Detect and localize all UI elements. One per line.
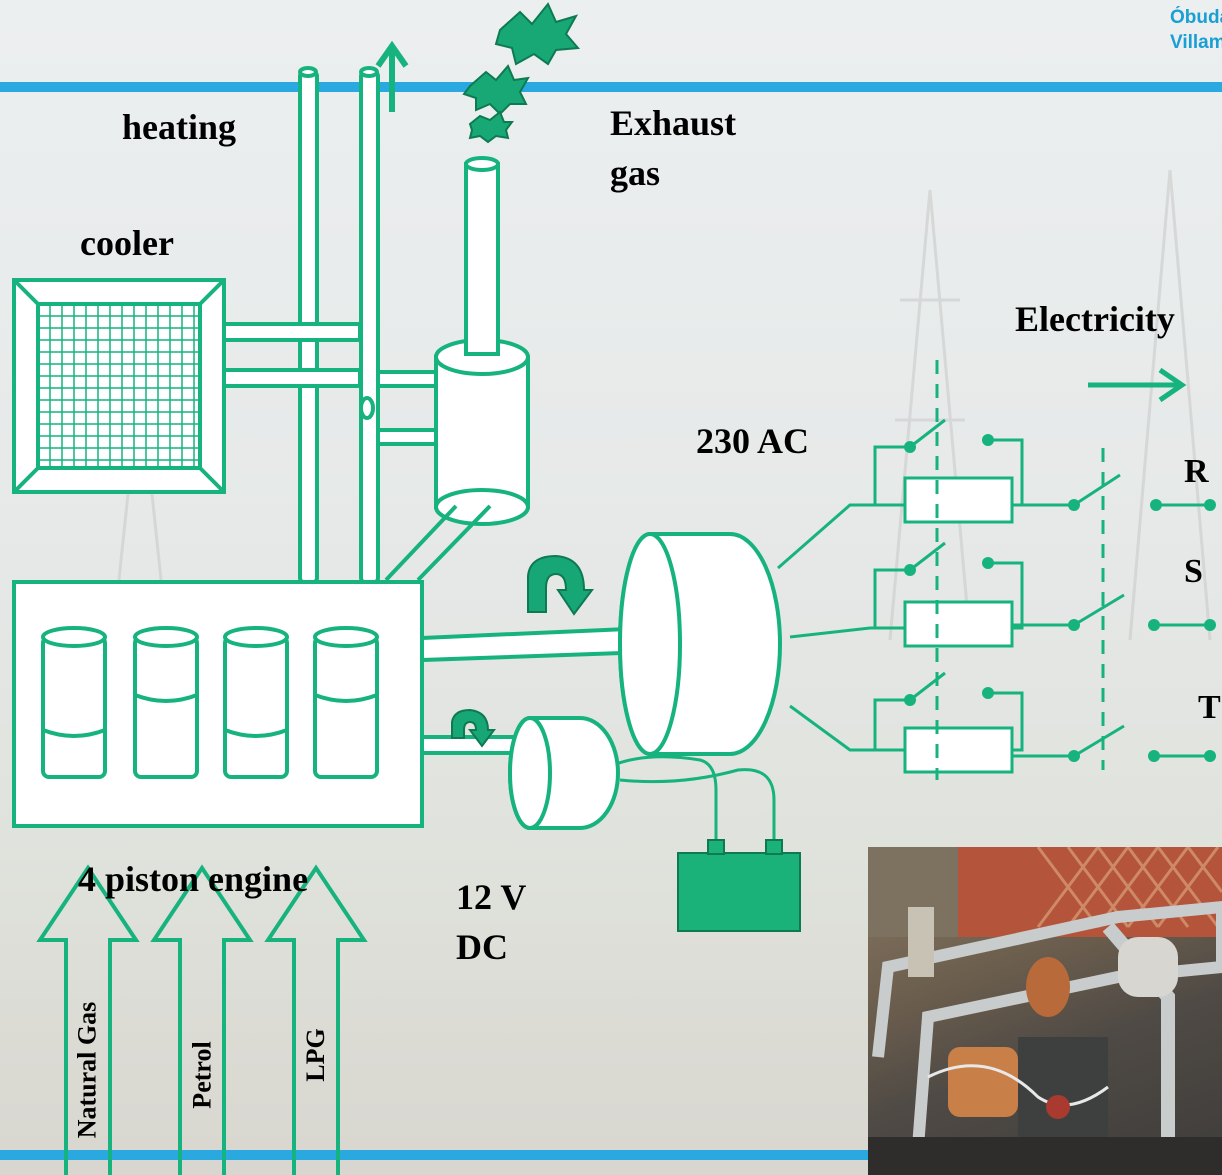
dc-generator bbox=[508, 716, 620, 830]
valve-icon bbox=[359, 396, 375, 420]
exhaust-cloud-icon bbox=[462, 2, 581, 144]
rotation-arrow-icon bbox=[451, 554, 594, 748]
ac-output-label: 230 AC bbox=[696, 421, 810, 461]
dc-label-line2: DC bbox=[456, 927, 508, 967]
exhaust-gas-label-line2: gas bbox=[610, 153, 661, 193]
exhaust-manifold bbox=[384, 504, 492, 582]
generator-photo-illustration bbox=[868, 847, 1222, 1175]
fuel-arrows bbox=[36, 864, 368, 1175]
bottom-blue-band bbox=[0, 1150, 870, 1160]
fuel-petrol-label: Petrol bbox=[187, 1041, 217, 1109]
heating-label: heating bbox=[122, 107, 237, 147]
institution-line2: Villam bbox=[1170, 31, 1222, 53]
ac-generator bbox=[618, 532, 782, 756]
heating-arrow-icon bbox=[375, 40, 409, 112]
drive-shafts bbox=[420, 625, 652, 755]
cooler-pipes bbox=[222, 322, 438, 446]
fuel-natural-gas-label: Natural Gas bbox=[72, 1001, 102, 1139]
battery-icon bbox=[677, 839, 801, 932]
dc-label-line1: 12 V bbox=[456, 877, 527, 917]
electricity-arrow-icon bbox=[1088, 367, 1187, 403]
generator-photo bbox=[868, 847, 1222, 1175]
switchgear bbox=[873, 360, 1210, 780]
phase-r-label: R bbox=[1184, 453, 1209, 490]
exhaust-gas-label-line1: Exhaust bbox=[610, 103, 737, 143]
institution-line1: Óbuda bbox=[1170, 7, 1222, 28]
ac-output-wires bbox=[777, 503, 905, 752]
cooler-label: cooler bbox=[80, 223, 174, 263]
electricity-label: Electricity bbox=[1015, 299, 1175, 339]
engine-cylinders bbox=[41, 626, 379, 779]
exhaust-muffler bbox=[434, 156, 530, 526]
institution-header: Óbuda Villam bbox=[1170, 6, 1222, 55]
engine-label: 4 piston engine bbox=[78, 859, 309, 899]
phase-t-label: T bbox=[1198, 689, 1221, 726]
top-blue-band bbox=[0, 82, 1222, 92]
battery-wires bbox=[615, 755, 776, 846]
cooler-grid bbox=[38, 304, 200, 468]
fuel-lpg-label: LPG bbox=[301, 1028, 330, 1082]
phase-s-label: S bbox=[1184, 553, 1203, 590]
switch-contacts bbox=[904, 434, 1216, 762]
